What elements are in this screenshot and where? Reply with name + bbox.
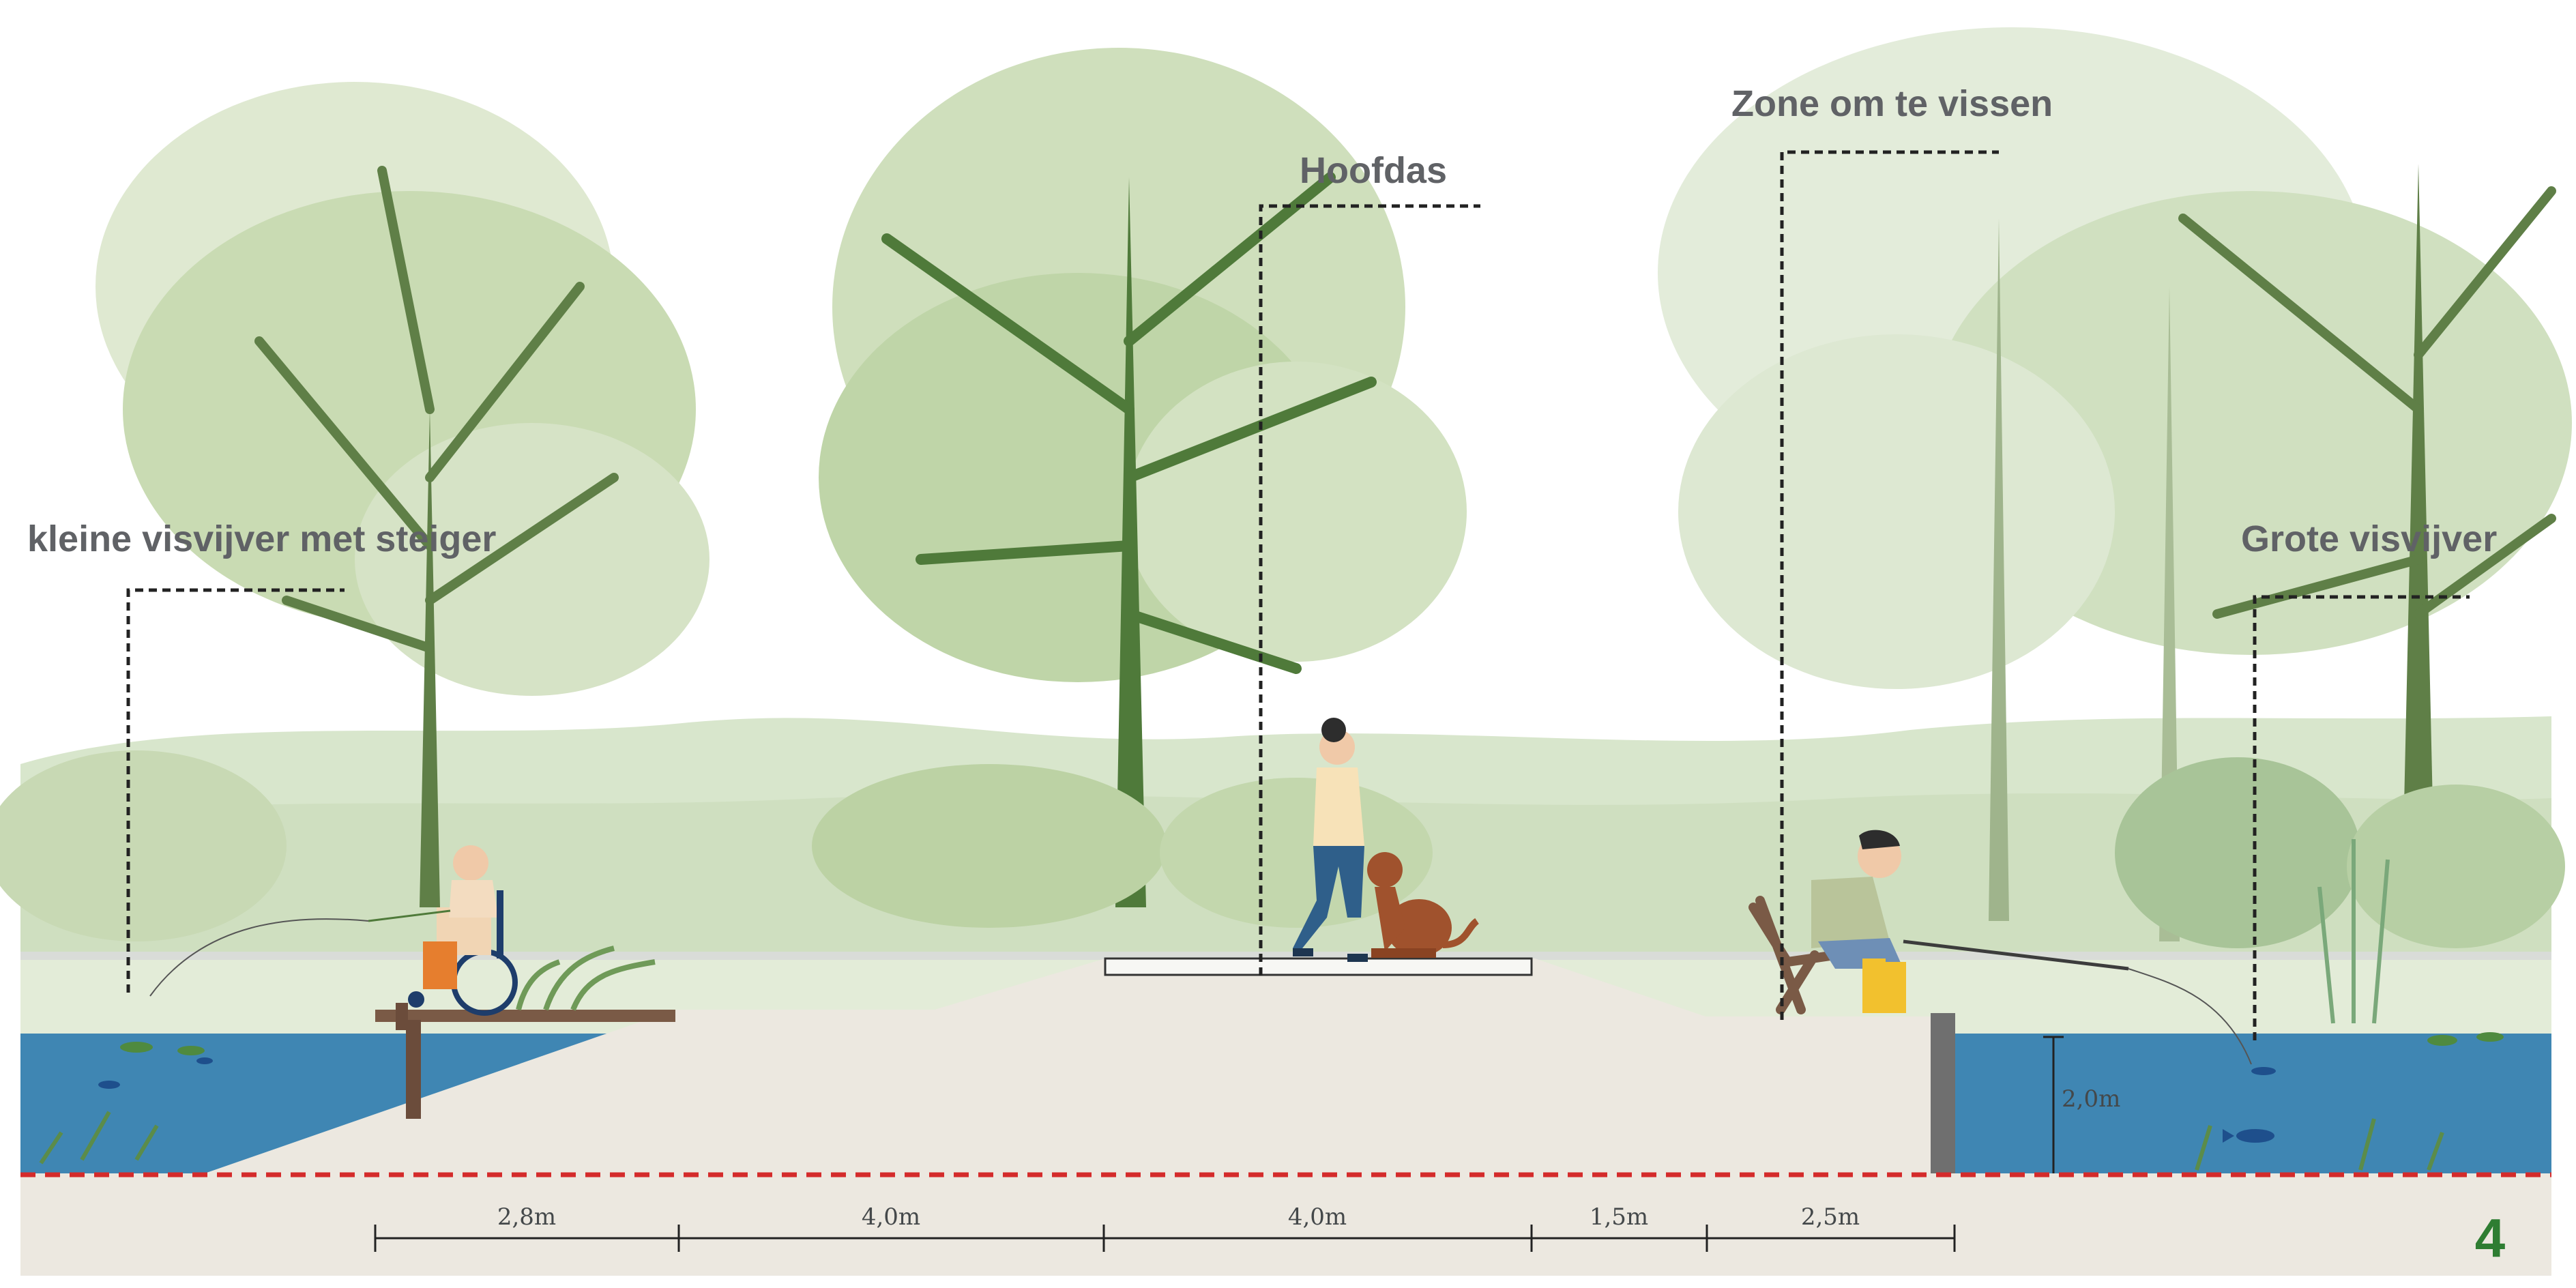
path-line bbox=[20, 952, 2551, 960]
segment-label: 2,8m bbox=[497, 1203, 556, 1231]
large-pond bbox=[1951, 1034, 2551, 1173]
lily-pads bbox=[120, 1032, 2504, 1055]
retaining-wall bbox=[1931, 1013, 1955, 1173]
woman-walking-icon bbox=[1293, 718, 1368, 962]
small-pond bbox=[20, 1034, 648, 1173]
shrubs bbox=[0, 750, 2565, 948]
label-small-pond: kleine visvijver met steiger bbox=[27, 518, 496, 559]
tree-icon bbox=[1658, 27, 2572, 941]
fisherman-icon bbox=[1748, 830, 2252, 1065]
ground-band bbox=[20, 1173, 2551, 1276]
leader-lines bbox=[126, 150, 2470, 1040]
label-fishing-zone: Zone om te vissen bbox=[1731, 83, 2053, 124]
label-main-axis: Hoofdas bbox=[1300, 150, 1447, 191]
segment-label: 1,5m bbox=[1590, 1203, 1648, 1231]
page-number: 4 bbox=[2475, 1208, 2506, 1268]
depth-label: 2,0m bbox=[2062, 1085, 2120, 1113]
gravel-profile bbox=[205, 958, 1931, 1173]
dimension-line: 2,8m 4,0m 4,0m 1,5m 2,5m bbox=[374, 1203, 1956, 1252]
segment-label: 2,5m bbox=[1801, 1203, 1860, 1231]
folding-chair-icon bbox=[1748, 896, 1840, 1014]
main-path-surface bbox=[1104, 957, 1533, 976]
fish-icon bbox=[98, 1057, 2276, 1143]
tree-icon bbox=[96, 82, 709, 907]
depth-annotation: 2,0m bbox=[2043, 1036, 2120, 1173]
segment-label: 4,0m bbox=[1288, 1203, 1347, 1231]
label-large-pond: Grote visvijver bbox=[2241, 518, 2497, 559]
fern-icon bbox=[516, 839, 2390, 1024]
person-in-wheelchair-icon bbox=[149, 845, 518, 1016]
pier bbox=[375, 1003, 675, 1119]
segment-label: 4,0m bbox=[862, 1203, 920, 1231]
dog-icon bbox=[1367, 852, 1480, 958]
